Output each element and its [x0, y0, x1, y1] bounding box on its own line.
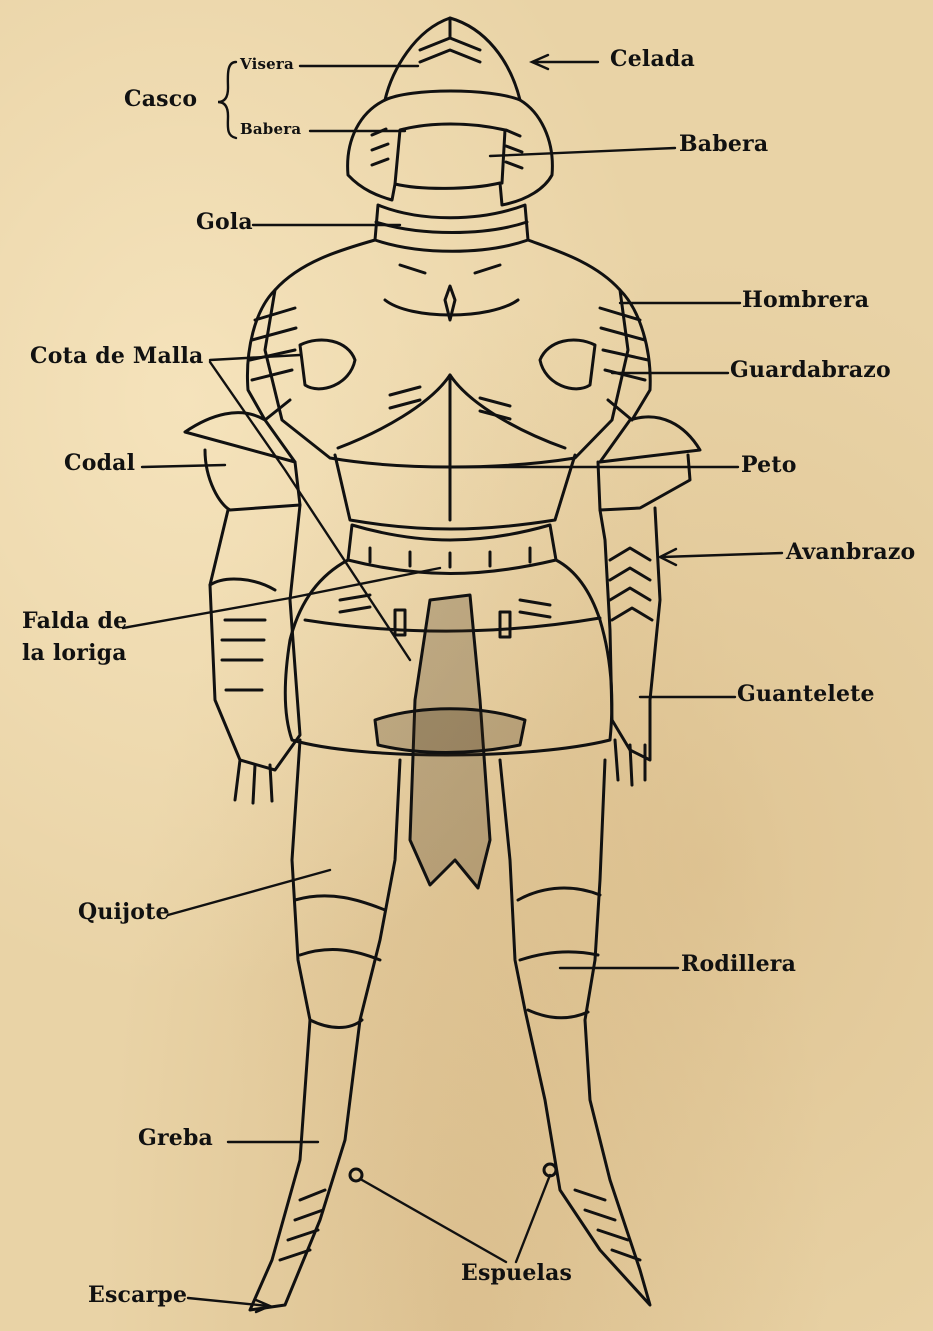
casco-brace [218, 62, 236, 138]
celada-leader [532, 55, 598, 69]
label-gola: Gola [196, 211, 253, 234]
label-cota-de-malla: Cota de Malla [30, 345, 203, 368]
label-rodillera: Rodillera [681, 953, 796, 976]
right-arm-drawing [540, 290, 700, 785]
right-leg-drawing [500, 760, 650, 1305]
label-visera: Visera [240, 57, 294, 73]
label-espuelas: Espuelas [461, 1262, 572, 1285]
label-casco: Casco [124, 88, 197, 111]
quijote-leader [168, 870, 330, 915]
label-falda-line1: Falda de [22, 610, 127, 633]
gorget-drawing [375, 205, 528, 251]
label-babera: Babera [679, 133, 768, 156]
label-avanbrazo: Avanbrazo [786, 541, 915, 564]
falda-leader [123, 568, 440, 628]
codal-leader [142, 465, 225, 467]
left-leg-drawing [250, 740, 400, 1310]
label-peto: Peto [741, 454, 797, 477]
cota-leader-2 [210, 362, 410, 660]
helmet-drawing [348, 18, 553, 205]
label-greba: Greba [138, 1127, 213, 1150]
avanbrazo-leader [660, 549, 782, 565]
label-hombrera: Hombrera [742, 289, 869, 312]
label-guantelete: Guantelete [737, 683, 875, 706]
label-babera-small: Babera [240, 122, 301, 138]
label-guardabrazo: Guardabrazo [730, 359, 891, 382]
label-escarpe: Escarpe [88, 1284, 187, 1307]
label-quijote: Quijote [78, 901, 170, 924]
espuelas-leader-left [362, 1180, 506, 1262]
label-falda-line2: la loriga [22, 642, 127, 665]
label-celada: Celada [610, 48, 695, 71]
label-codal: Codal [64, 452, 135, 475]
espuelas-leader-right [516, 1175, 550, 1262]
